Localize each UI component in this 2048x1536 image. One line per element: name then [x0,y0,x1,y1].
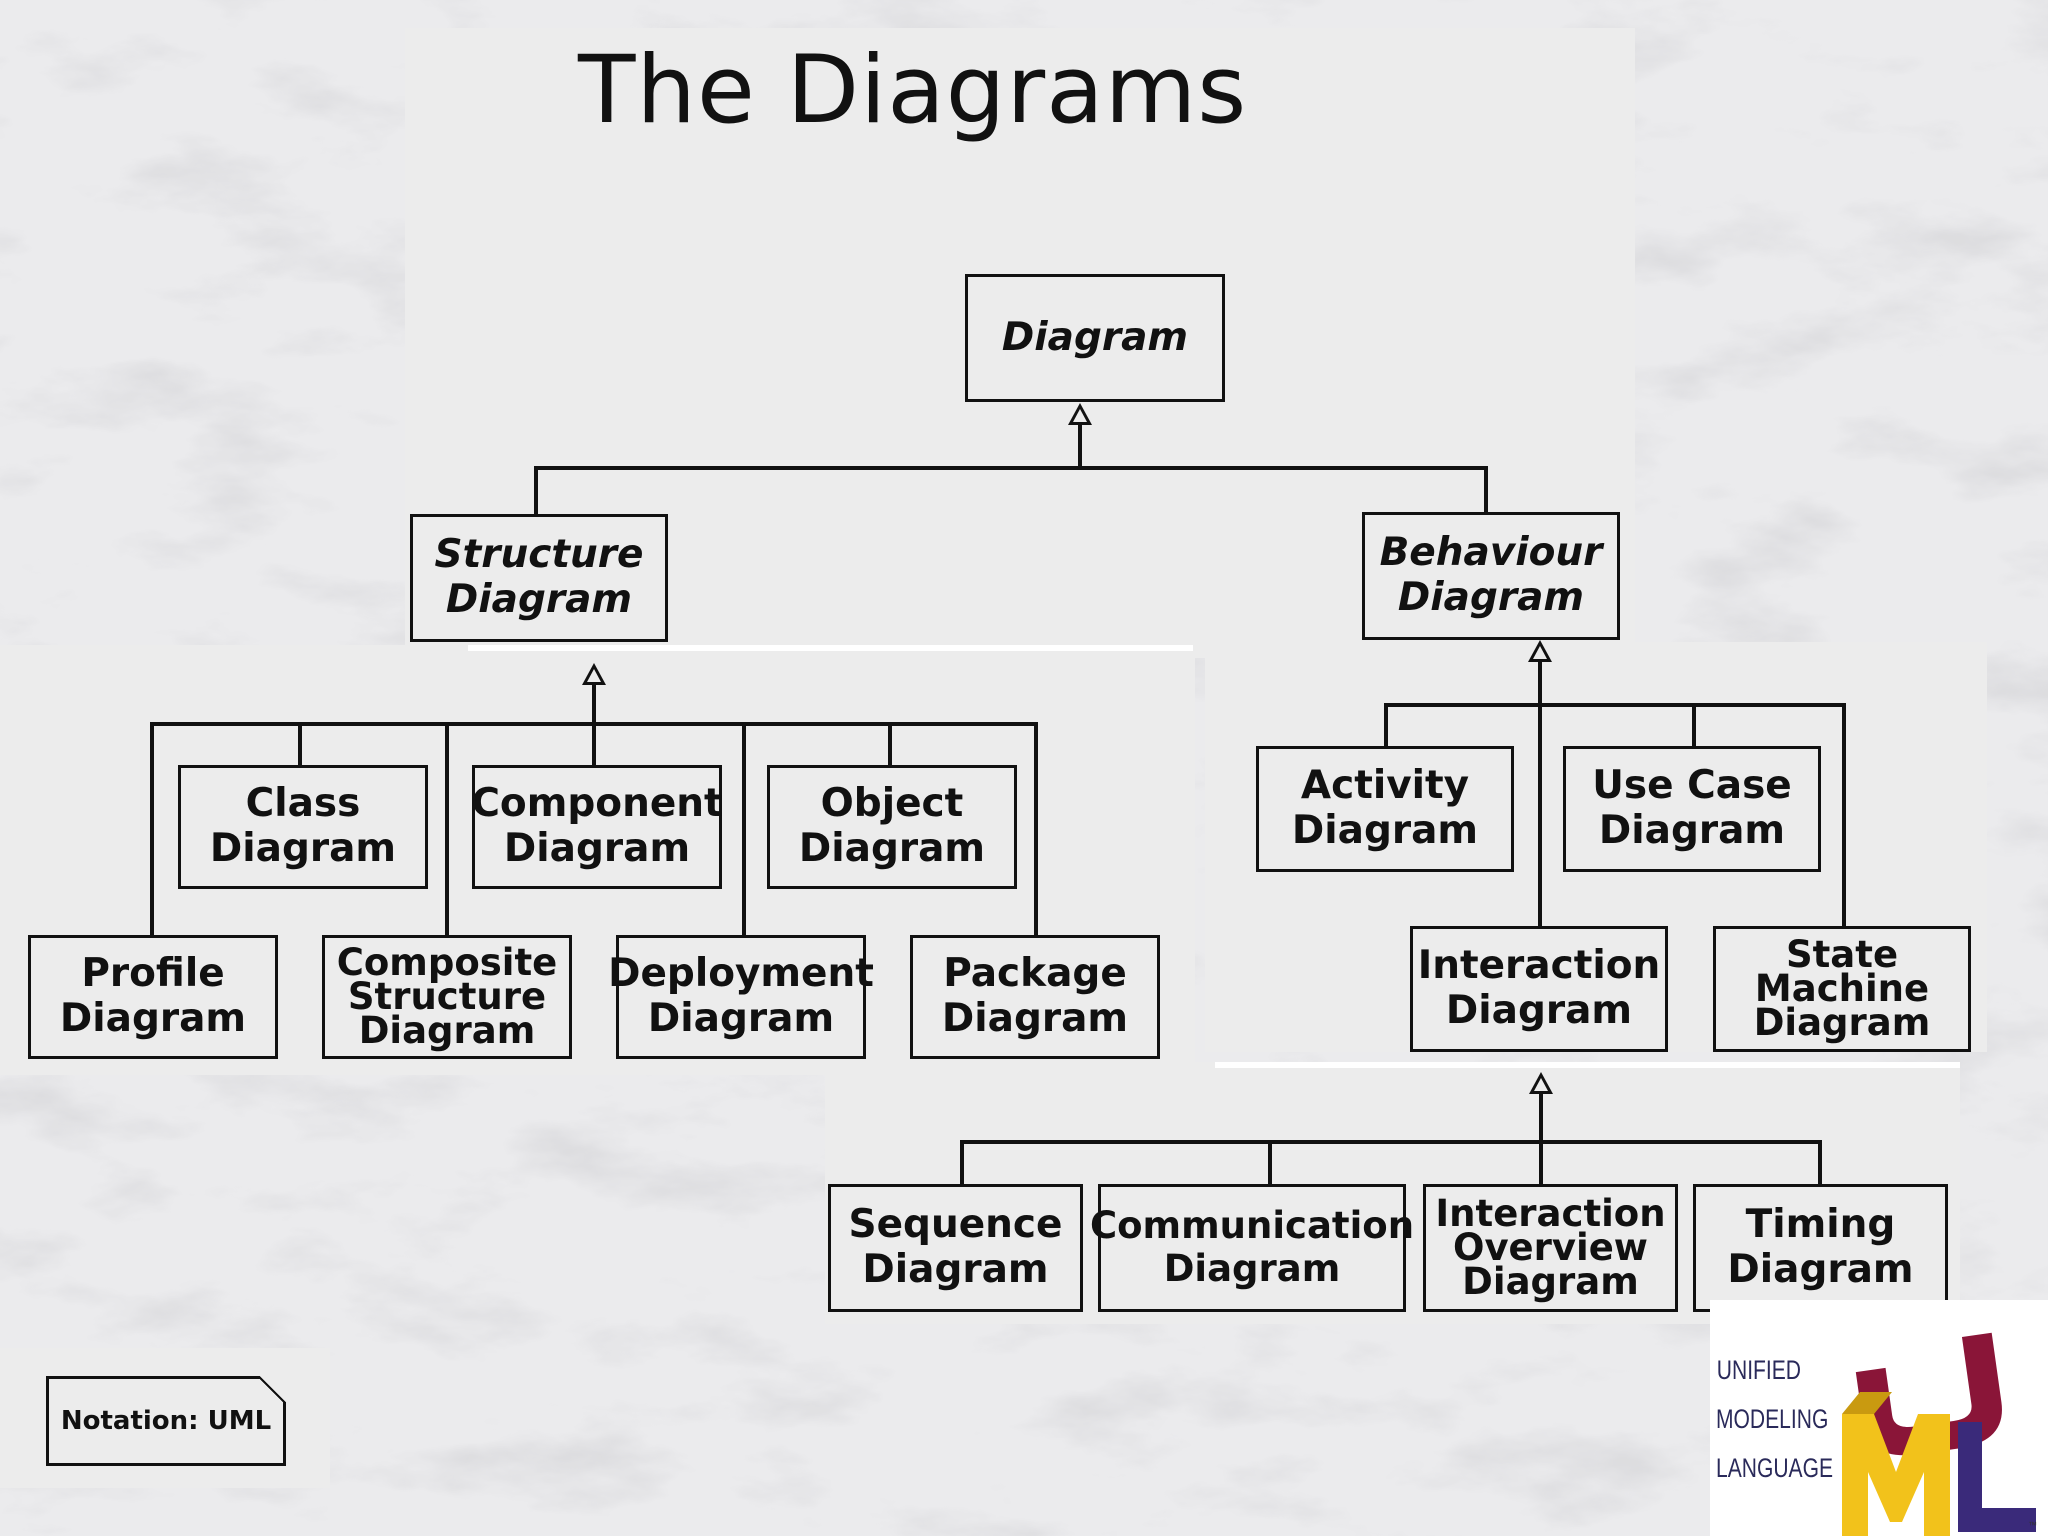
separator-line [1215,1062,1960,1068]
connector-line [1692,703,1696,748]
connector-line [1268,1140,1272,1186]
behaviour-diagram-box: Behaviour Diagram [1362,512,1620,640]
connector-line [742,722,746,937]
logo-text-line2: MODELING [1716,1404,1829,1434]
package-diagram-box: Package Diagram [910,935,1160,1059]
generalization-arrow [1528,640,1552,662]
diagram-root-box: Diagram [965,274,1225,402]
generalization-arrow [1529,1072,1553,1094]
connector-line [1034,722,1038,937]
class-diagram-box: Class Diagram [178,765,428,889]
separator-line [468,645,1193,651]
connector-line [960,1140,964,1186]
connector-line [150,722,1038,726]
profile-diagram-box: Profile Diagram [28,935,278,1059]
composite-structure-diagram-box: Composite Structure Diagram [322,935,572,1059]
connector-line [298,722,302,767]
connector-line [150,722,154,937]
connector-line [1078,425,1082,470]
connector-line [1484,466,1488,514]
component-diagram-box: Component Diagram [471,765,723,889]
connector-line [1842,703,1846,928]
connector-line [534,466,538,516]
connector-line [1538,662,1542,928]
sequence-diagram-box: Sequence Diagram [828,1184,1083,1312]
communication-diagram-box: Communication Diagram [1090,1184,1414,1312]
connector-line [1384,703,1846,707]
logo-text-line1: UNIFIED [1716,1355,1802,1385]
generalization-arrow [582,663,606,685]
connector-line [1818,1140,1822,1186]
connector-line [534,466,1488,470]
object-diagram-box: Object Diagram [767,765,1017,889]
uml-logo: UNIFIED MODELING LANGUAGE ™ [1710,1300,2048,1536]
interaction-overview-diagram-box: Interaction Overview Diagram [1423,1184,1678,1312]
connector-line [888,722,892,767]
trademark-mark: ™ [2028,1520,2037,1530]
connector-line [1384,703,1388,748]
state-machine-diagram-box: State Machine Diagram [1713,926,1971,1052]
connector-line [445,722,449,937]
use-case-diagram-box: Use Case Diagram [1563,746,1821,872]
interaction-diagram-box: Interaction Diagram [1410,926,1668,1052]
notation-note: Notation: UML [46,1376,286,1466]
deployment-diagram-box: Deployment Diagram [608,935,874,1059]
structure-diagram-box: Structure Diagram [410,514,668,642]
timing-diagram-box: Timing Diagram [1693,1184,1948,1312]
slide-title: The Diagrams [578,36,1248,145]
logo-text-line3: LANGUAGE [1716,1453,1834,1483]
connector-line [592,685,596,769]
uml-logo-mark: ™ [1842,1332,2037,1536]
generalization-arrow [1068,403,1092,425]
activity-diagram-box: Activity Diagram [1256,746,1514,872]
connector-line [960,1140,1822,1144]
